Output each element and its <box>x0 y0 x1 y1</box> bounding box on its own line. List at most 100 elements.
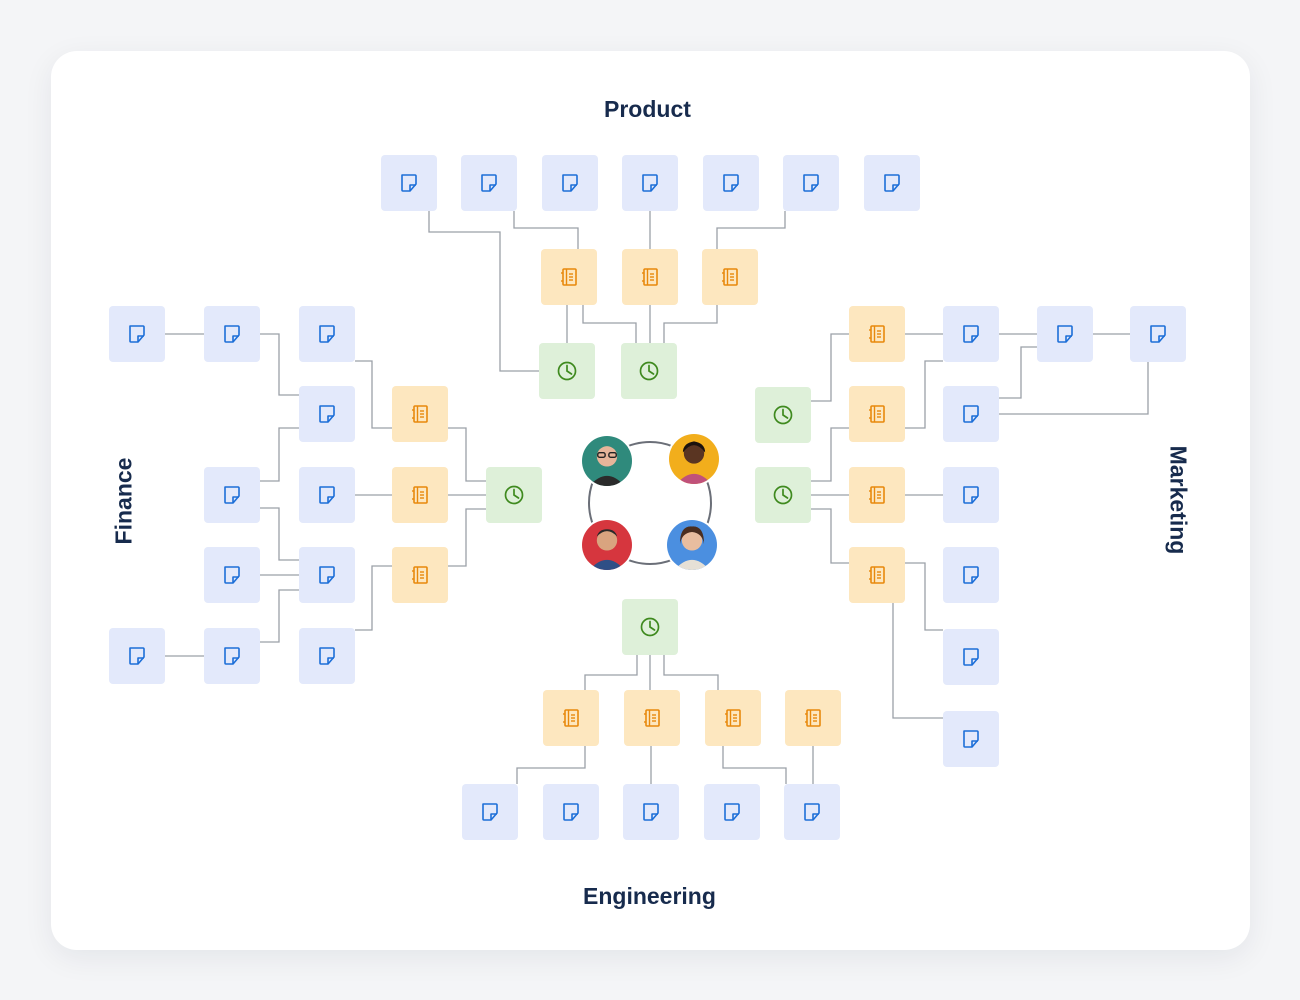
avatar-2 <box>667 432 721 486</box>
page-tile[interactable] <box>299 306 355 362</box>
page-icon <box>960 403 982 425</box>
space-tile[interactable] <box>392 547 448 603</box>
page-tile[interactable] <box>204 467 260 523</box>
notebook-icon <box>409 403 431 425</box>
page-tile[interactable] <box>704 784 760 840</box>
space-tile[interactable] <box>849 547 905 603</box>
page-icon <box>559 172 581 194</box>
connector-line <box>905 562 943 631</box>
notebook-icon <box>639 266 661 288</box>
connector-line <box>355 360 392 429</box>
page-tile[interactable] <box>783 155 839 211</box>
product-label: Product <box>604 96 691 122</box>
space-tile[interactable] <box>849 306 905 362</box>
page-icon <box>960 728 982 750</box>
space-tile[interactable] <box>849 467 905 523</box>
connector-line <box>584 655 638 690</box>
connector-line <box>516 746 586 784</box>
page-tile[interactable] <box>109 306 165 362</box>
report-tile[interactable] <box>622 599 678 655</box>
avatar-3 <box>580 518 634 572</box>
page-tile[interactable] <box>784 784 840 840</box>
page-tile[interactable] <box>943 547 999 603</box>
page-icon <box>720 172 742 194</box>
space-tile[interactable] <box>622 249 678 305</box>
connector-line <box>999 362 1149 415</box>
connector-line <box>663 655 719 690</box>
report-tile[interactable] <box>621 343 677 399</box>
page-icon <box>316 484 338 506</box>
space-tile[interactable] <box>785 690 841 746</box>
connector-line <box>260 589 299 643</box>
page-tile[interactable] <box>943 711 999 767</box>
page-tile[interactable] <box>943 386 999 442</box>
space-tile[interactable] <box>543 690 599 746</box>
report-tile[interactable] <box>539 343 595 399</box>
page-tile[interactable] <box>543 784 599 840</box>
space-tile[interactable] <box>392 467 448 523</box>
page-tile[interactable] <box>461 155 517 211</box>
page-tile[interactable] <box>204 547 260 603</box>
notebook-icon <box>560 707 582 729</box>
connector-line <box>260 333 299 396</box>
finance-label: Finance <box>110 457 137 545</box>
avatar-4 <box>665 518 719 572</box>
space-tile[interactable] <box>849 386 905 442</box>
page-tile[interactable] <box>623 784 679 840</box>
page-tile[interactable] <box>703 155 759 211</box>
space-tile[interactable] <box>541 249 597 305</box>
team-ring <box>588 441 712 565</box>
page-tile[interactable] <box>299 386 355 442</box>
page-tile[interactable] <box>381 155 437 211</box>
report-tile[interactable] <box>755 387 811 443</box>
page-tile[interactable] <box>622 155 678 211</box>
page-icon <box>881 172 903 194</box>
page-tile[interactable] <box>1037 306 1093 362</box>
page-tile[interactable] <box>204 306 260 362</box>
page-tile[interactable] <box>299 467 355 523</box>
page-tile[interactable] <box>542 155 598 211</box>
connector-line <box>513 211 579 250</box>
page-tile[interactable] <box>1130 306 1186 362</box>
connector-line <box>905 360 943 429</box>
connector-line <box>448 427 486 482</box>
report-tile[interactable] <box>486 467 542 523</box>
pie-chart-icon <box>638 360 660 382</box>
notebook-icon <box>641 707 663 729</box>
page-tile[interactable] <box>299 547 355 603</box>
page-icon <box>126 323 148 345</box>
page-tile[interactable] <box>462 784 518 840</box>
connector-line <box>260 427 299 482</box>
page-tile[interactable] <box>943 629 999 685</box>
engineering-label: Engineering <box>583 883 716 909</box>
page-icon <box>316 403 338 425</box>
notebook-icon <box>409 484 431 506</box>
space-tile[interactable] <box>705 690 761 746</box>
page-tile[interactable] <box>864 155 920 211</box>
space-tile[interactable] <box>392 386 448 442</box>
page-tile[interactable] <box>299 628 355 684</box>
page-icon <box>221 323 243 345</box>
page-icon <box>639 172 661 194</box>
page-icon <box>479 801 501 823</box>
page-icon <box>398 172 420 194</box>
pie-chart-icon <box>772 404 794 426</box>
page-icon <box>800 172 822 194</box>
page-icon <box>478 172 500 194</box>
connector-line <box>892 603 943 719</box>
page-tile[interactable] <box>204 628 260 684</box>
space-tile[interactable] <box>624 690 680 746</box>
notebook-icon <box>719 266 741 288</box>
connector-line <box>260 507 299 561</box>
page-tile[interactable] <box>943 306 999 362</box>
report-tile[interactable] <box>755 467 811 523</box>
page-icon <box>801 801 823 823</box>
page-icon <box>316 323 338 345</box>
space-tile[interactable] <box>702 249 758 305</box>
notebook-icon <box>866 403 888 425</box>
page-tile[interactable] <box>109 628 165 684</box>
connector-line <box>811 427 849 482</box>
page-icon <box>960 564 982 586</box>
page-tile[interactable] <box>943 467 999 523</box>
